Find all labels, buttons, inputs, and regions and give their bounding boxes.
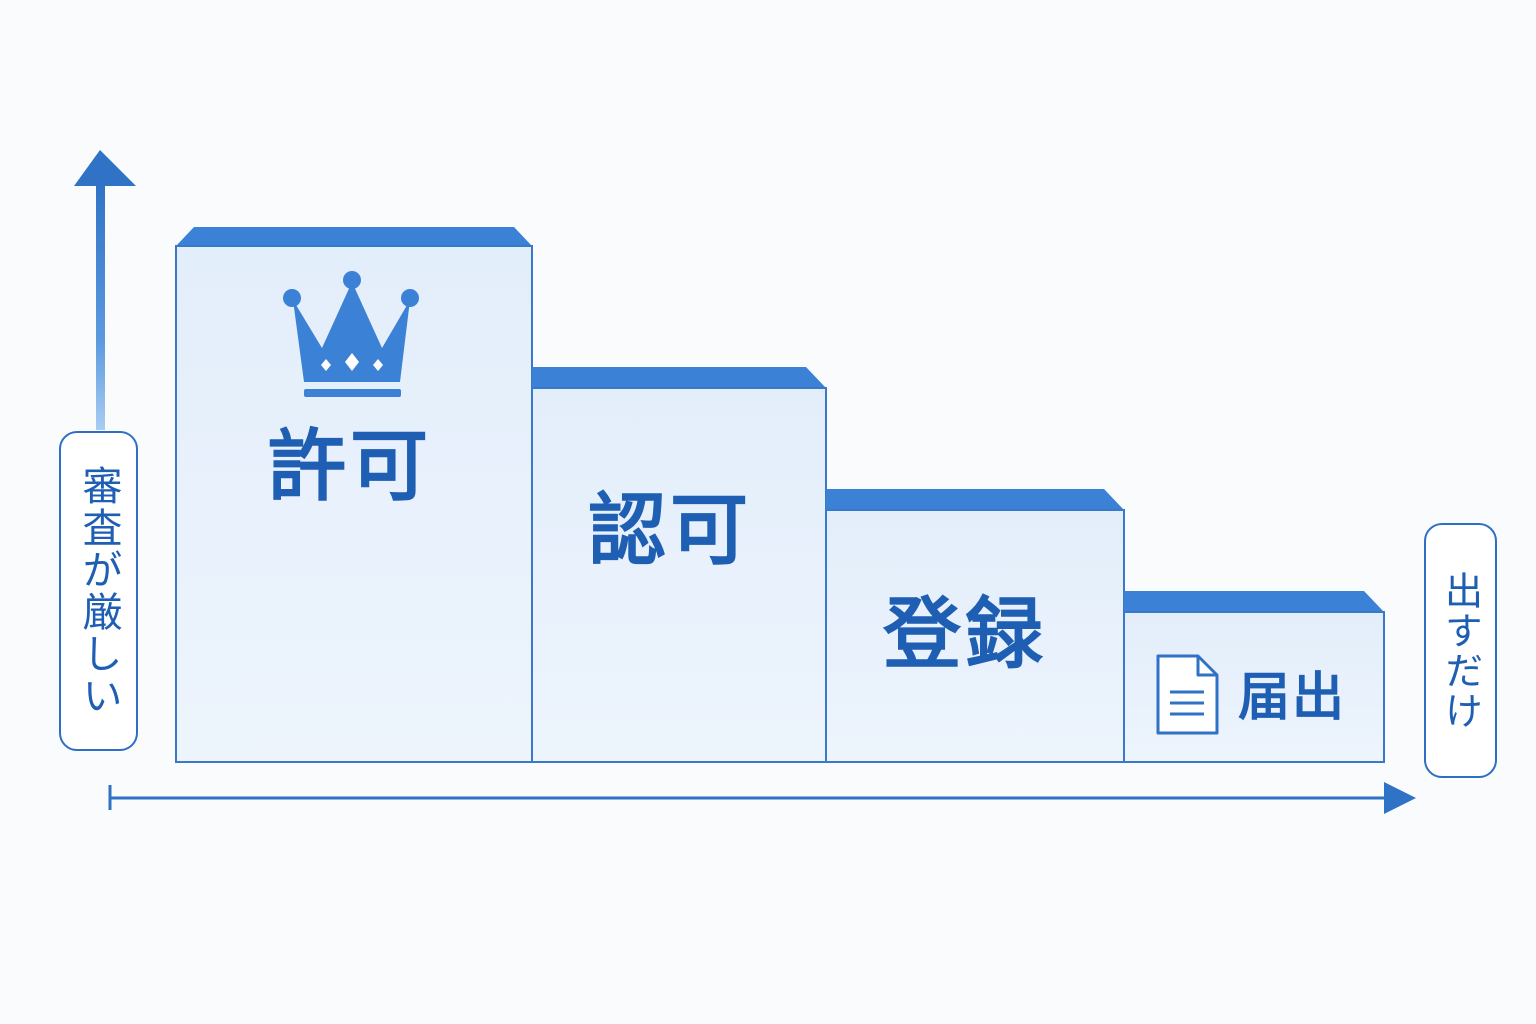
x-axis-label: 出すだけ bbox=[1438, 570, 1483, 731]
step-block-toroku bbox=[825, 489, 1125, 763]
x-axis-label-box: 出すだけ bbox=[1424, 523, 1497, 778]
crown-icon bbox=[283, 271, 419, 397]
document-icon bbox=[1156, 654, 1219, 735]
step-label-todokede: 届出 bbox=[1238, 668, 1347, 728]
step-label-toroku: 登録 bbox=[883, 590, 1048, 680]
y-axis-label-box: 審査が厳しい bbox=[59, 431, 138, 751]
step-block-ninka bbox=[531, 367, 827, 763]
step-label-kyoka: 許可 bbox=[268, 422, 433, 512]
step-label-ninka: 認可 bbox=[588, 486, 753, 576]
y-axis-label: 審査が厳しい bbox=[75, 465, 122, 717]
x-axis-arrow bbox=[108, 782, 1416, 814]
y-axis-arrow bbox=[74, 150, 136, 430]
step-block-todokede bbox=[1123, 591, 1385, 763]
